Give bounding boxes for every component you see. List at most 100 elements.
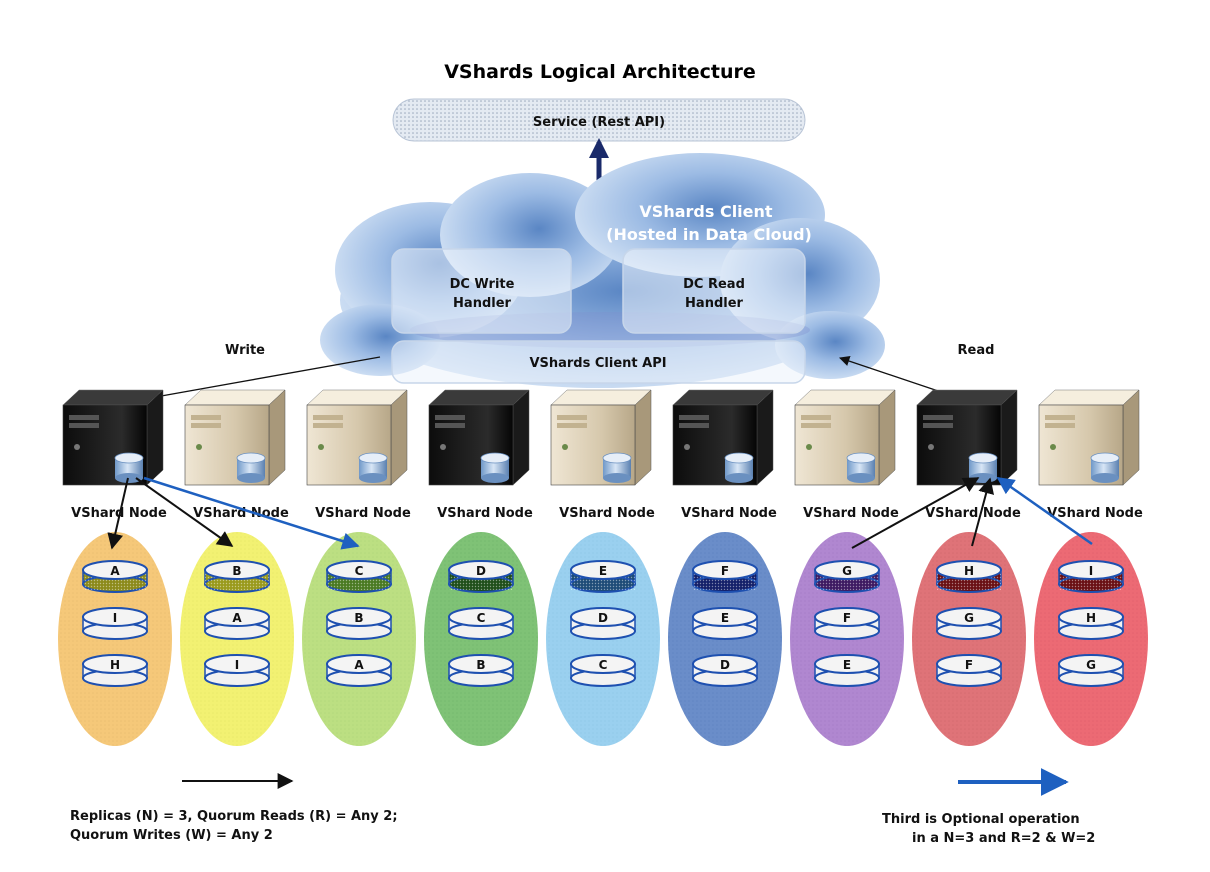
optional-read-arrow bbox=[996, 476, 1093, 546]
storage-cylinder bbox=[603, 458, 631, 478]
write-arrow bbox=[148, 356, 381, 402]
shard-group: G F E bbox=[790, 532, 904, 746]
shard-disk-label: H bbox=[1086, 611, 1096, 625]
disk-top bbox=[692, 560, 758, 580]
vshard-node: VShard Node bbox=[428, 389, 533, 521]
drive-bay bbox=[313, 415, 343, 420]
shard-disk-label: D bbox=[720, 658, 730, 672]
read-handler-line2: Handler bbox=[685, 296, 743, 311]
primary-shard-disk: A bbox=[82, 560, 148, 593]
read-handler-line1: DC Read bbox=[683, 277, 745, 292]
shard-disk-label: G bbox=[842, 564, 852, 578]
power-led bbox=[74, 444, 80, 450]
shard-disk-label: F bbox=[721, 564, 729, 578]
drive-bay bbox=[923, 415, 953, 420]
legend-quorum-line1: Replicas (N) = 3, Quorum Reads (R) = Any… bbox=[70, 809, 398, 824]
shard-disk-label: D bbox=[598, 611, 608, 625]
replica-shard-disk: D bbox=[692, 654, 758, 687]
storage-base bbox=[603, 473, 631, 483]
shard-disk-label: C bbox=[599, 658, 608, 672]
write-handler-line1: DC Write bbox=[450, 277, 515, 292]
shard-disk-label: E bbox=[599, 564, 607, 578]
replica-shard-disk: C bbox=[448, 607, 514, 640]
vshard-node-label: VShard Node bbox=[1047, 506, 1143, 521]
storage-base bbox=[481, 473, 509, 483]
disk-top bbox=[82, 654, 148, 674]
primary-shard-disk: E bbox=[570, 560, 636, 593]
storage-base bbox=[725, 473, 753, 483]
server-side bbox=[146, 389, 164, 486]
disk-top bbox=[936, 560, 1002, 580]
replica-shard-disk: E bbox=[814, 654, 880, 687]
primary-shard-disk: G bbox=[814, 560, 880, 593]
optional-replica-arrow bbox=[143, 476, 360, 550]
shard-disk-label: C bbox=[355, 564, 364, 578]
shard-disk-label: I bbox=[235, 658, 239, 672]
disk-top bbox=[82, 560, 148, 580]
replica-shard-disk: H bbox=[1058, 607, 1124, 640]
power-led bbox=[440, 444, 446, 450]
client-api-bar bbox=[391, 340, 806, 384]
disk-top bbox=[448, 607, 514, 627]
shard-disk-label: B bbox=[354, 611, 363, 625]
vshard-node: VShard Node bbox=[62, 389, 167, 521]
vshard-node: VShard Node bbox=[672, 389, 777, 521]
shard-disk-label: I bbox=[1089, 564, 1093, 578]
replica-shard-disk: I bbox=[82, 607, 148, 640]
server-side bbox=[1122, 389, 1140, 486]
drive-bay bbox=[435, 423, 465, 428]
shard-disk-label: F bbox=[843, 611, 851, 625]
disk-top bbox=[570, 654, 636, 674]
storage-base bbox=[359, 473, 387, 483]
vshard-node: VShard Node bbox=[794, 389, 899, 521]
disk-top bbox=[814, 607, 880, 627]
power-led bbox=[1050, 444, 1056, 450]
client-title-line2: (Hosted in Data Cloud) bbox=[606, 225, 812, 244]
disk-top bbox=[326, 607, 392, 627]
shard-group: AIH bbox=[58, 532, 172, 746]
power-led bbox=[562, 444, 568, 450]
shard-disk-label: G bbox=[964, 611, 974, 625]
shard-disk-label: E bbox=[843, 658, 851, 672]
read-quorum-arrow-1 bbox=[851, 477, 980, 549]
disk-top bbox=[204, 607, 270, 627]
dc-write-handler bbox=[391, 248, 572, 334]
power-led bbox=[928, 444, 934, 450]
vshard-node-label: VShard Node bbox=[437, 506, 533, 521]
power-led bbox=[318, 444, 324, 450]
server-top bbox=[916, 389, 1018, 406]
storage-top bbox=[358, 452, 388, 464]
shard-disk-label: D bbox=[476, 564, 486, 578]
disk-top bbox=[326, 560, 392, 580]
replica-shard-disk: F bbox=[936, 654, 1002, 687]
vshard-node-label: VShard Node bbox=[681, 506, 777, 521]
server-side bbox=[756, 389, 774, 486]
replica-arrow-a1 bbox=[107, 477, 129, 550]
legend-optional-line2: in a N=3 and R=2 & W=2 bbox=[912, 831, 1095, 846]
replica-arrow-a2 bbox=[135, 477, 234, 547]
server-side bbox=[878, 389, 896, 486]
drive-bay bbox=[1045, 423, 1075, 428]
drive-bay bbox=[313, 423, 343, 428]
drive-bay bbox=[557, 423, 587, 428]
drive-bay bbox=[801, 415, 831, 420]
disk-top bbox=[326, 654, 392, 674]
power-led bbox=[196, 444, 202, 450]
server-top bbox=[306, 389, 408, 406]
storage-cylinder bbox=[847, 458, 875, 478]
shard-disk-label: A bbox=[232, 611, 242, 625]
shard-disk-label: A bbox=[354, 658, 364, 672]
drive-bay bbox=[191, 423, 221, 428]
legend-optional-line1: Third is Optional operation bbox=[882, 812, 1080, 827]
dc-read-handler bbox=[622, 248, 806, 334]
drive-bay bbox=[69, 423, 99, 428]
drive-bay bbox=[1045, 415, 1075, 420]
disk-top bbox=[82, 607, 148, 627]
shard-group: BAI bbox=[180, 532, 294, 746]
storage-base bbox=[237, 473, 265, 483]
shard-disk-label: A bbox=[110, 564, 120, 578]
disk-top bbox=[1058, 560, 1124, 580]
server-top bbox=[672, 389, 774, 406]
